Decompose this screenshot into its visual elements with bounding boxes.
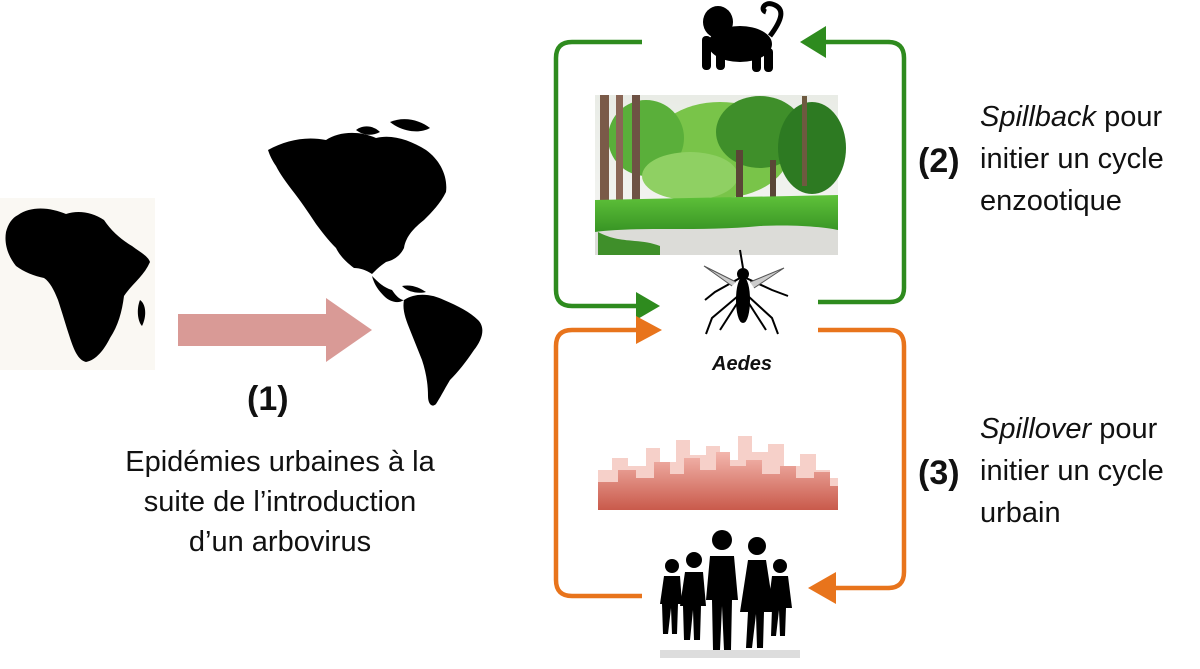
mosquito-label: Aedes bbox=[712, 353, 773, 375]
step2-caption-line2: initier un cycle bbox=[980, 143, 1164, 175]
spillover-term: Spillover bbox=[980, 413, 1092, 445]
step3-caption-line3: urbain bbox=[980, 497, 1061, 529]
step2-caption-line3: enzootique bbox=[980, 185, 1122, 217]
step1-caption-line: suite de l’introduction bbox=[143, 486, 417, 518]
americas-map-icon bbox=[268, 119, 483, 406]
enzootic-arrowhead-to-monkey bbox=[800, 26, 826, 58]
urban-cycle-arrows bbox=[553, 327, 907, 599]
city-skyline-image bbox=[598, 436, 838, 510]
family-icon bbox=[660, 530, 800, 658]
urban-arrowhead-to-humans bbox=[808, 572, 836, 604]
mosquito-icon bbox=[703, 249, 789, 335]
enzootic-arrowhead-to-mosquito bbox=[636, 292, 660, 320]
step2-number: (2) bbox=[918, 142, 960, 180]
step3-line1-rest: pour bbox=[1091, 413, 1158, 445]
step3-number: (3) bbox=[918, 454, 960, 492]
forest-scene-image bbox=[595, 95, 846, 255]
step1-caption: Epidémies urbaines à la suite de l’intro… bbox=[70, 442, 490, 562]
spillback-term: Spillback bbox=[980, 101, 1097, 133]
step2-caption-line1: Spillback pour bbox=[980, 96, 1164, 138]
step2-caption: Spillback pour initier un cycle enzootiq… bbox=[980, 96, 1164, 222]
step1-caption-line: d’un arbovirus bbox=[188, 526, 372, 558]
step3-caption: Spillover pour initier un cycle urbain bbox=[980, 408, 1164, 534]
step1-number: (1) bbox=[247, 380, 289, 418]
step3-caption-line2: initier un cycle bbox=[980, 455, 1164, 487]
step2-line1-rest: pour bbox=[1096, 101, 1163, 133]
introduction-arrow bbox=[178, 298, 372, 362]
step3-caption-line1: Spillover pour bbox=[980, 408, 1164, 450]
step1-caption-line: Epidémies urbaines à la bbox=[125, 446, 435, 478]
monkey-icon bbox=[702, 1, 784, 72]
urban-arrowhead-to-mosquito bbox=[636, 316, 662, 344]
enzootic-cycle-arrows bbox=[553, 39, 907, 309]
africa-map-icon bbox=[0, 198, 155, 370]
